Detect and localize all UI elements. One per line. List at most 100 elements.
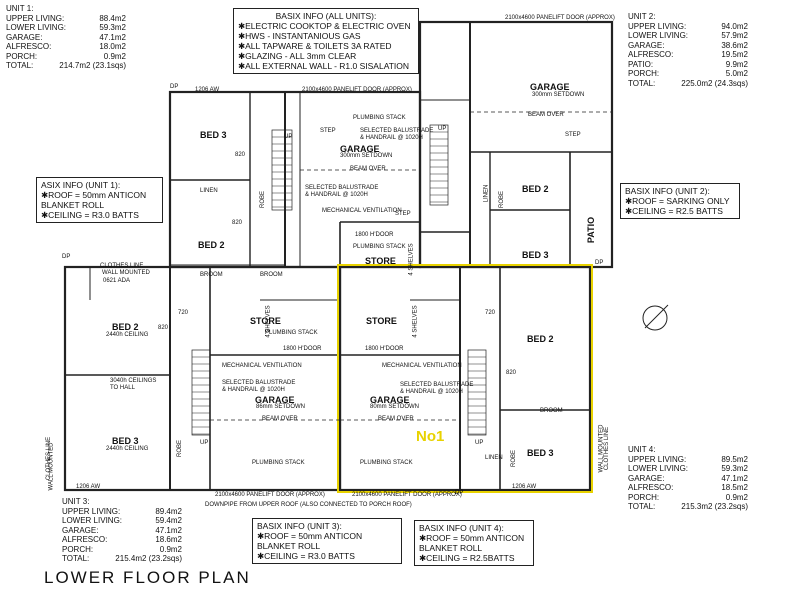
room-store-unit4: STORE [366,316,397,326]
area-label: UPPER LIVING: [62,506,121,516]
room-bed2-unit1: BED 2 [198,240,225,250]
area-label: LOWER LIVING: [6,23,67,32]
area-label: GARAGE: [6,32,43,42]
area-label: PORCH: [628,492,660,502]
basix-all-units-box: BASIX INFO (ALL UNITS): ✱ELECTRIC COOKTO… [233,8,419,74]
handrail-note: & HANDRAIL @ 1020H [222,387,285,393]
stair-up-note: UP [200,440,209,446]
area-value: 47.1m2 [721,473,748,483]
unit-label: UNIT 4: [628,445,656,454]
basix-unit3-box: BASIX INFO (UNIT 3): ✱ROOF = 50mm ANTICO… [252,518,402,564]
room-patio-unit2: PATIO [586,216,597,244]
area-row: LOWER LIVING: 57.9m2 [628,31,748,41]
downpipe-tag: DP [170,84,179,90]
step-note: STEP [320,128,336,134]
door-size-note: 820 [235,152,246,158]
area-value: 214.7m2 (23.1sqs) [59,61,126,70]
area-row: PORCH: 0.9m2 [62,545,182,555]
room-bed3-unit4: BED 3 [527,448,554,458]
unit-label: UNIT 2: [628,12,656,21]
unit-label: UNIT 3: [62,497,90,506]
area-value: 38.6m2 [721,40,748,50]
plumbing-stack-note: PLUMBING STACK [265,330,318,336]
setdown-note: 300mm SETDOWN [340,153,393,159]
area-value: 89.5m2 [721,454,748,464]
area-row: UPPER LIVING:94.0m2 [628,22,748,32]
area-value: 225.0m2 (24.3sqs) [681,78,748,88]
panelift-door-note: 2100x4600 PANELIFT DOOR (APPROX) [302,87,412,93]
shelves-note: 4 SHELVES [412,305,419,338]
area-row: GARAGE:47.1m2 [62,526,182,536]
north-point-symbol [642,305,668,331]
area-row: TOTAL:225.0m2 (24.3sqs) [628,79,748,89]
unit4-highlight [337,264,593,493]
stair-unit2 [429,124,449,206]
area-value: 94.0m2 [721,21,748,31]
area-value: 59.3m2 [99,23,126,32]
robe-note: ROBE [499,190,506,209]
plumbing-stack-note: PLUMBING STACK [353,115,406,121]
ceiling-note: 3040h CEILINGS [110,378,157,384]
basix-line: ✱HWS - INSTANTANIOUS GAS [238,31,361,41]
robe-note: ROBE [511,449,518,468]
area-row: UPPER LIVING:88.4m2 [6,14,126,24]
area-label: PATIO: [628,59,654,69]
area-value: 19.5m2 [721,50,748,59]
area-row: LOWER LIVING:59.4m2 [62,516,182,526]
step-note: STEP [565,132,581,138]
door-size-note: 720 [485,310,496,316]
basix-line: ✱GLAZING - ALL 3mm CLEAR [238,51,357,61]
balustrade-note: SELECTED BALUSTRADE [360,128,434,134]
area-label: ALFRESCO: [6,42,52,51]
mech-vent-note: MECHANICAL VENTILATION [222,363,302,369]
area-value: 47.1m2 [155,525,182,535]
robe-note: ROBE [260,190,267,209]
basix-line: ✱ROOF = 50mm ANTICON [419,533,525,543]
room-bed2-unit4: BED 2 [527,334,554,344]
basix-line: BLANKET ROLL [257,541,321,551]
robe-note: ROBE [177,439,184,458]
door-size-note: 820 [506,370,517,376]
basix-title: BASIX INFO (UNIT 2): [625,186,710,196]
drawing-title: LOWER FLOOR PLAN [44,568,251,587]
area-value: 0.9m2 [159,544,182,554]
downpipe-tag: DP [62,254,71,260]
area-value: 59.4m2 [155,516,182,525]
area-value: 57.9m2 [721,31,748,40]
area-value: 18.5m2 [721,483,748,492]
handrail-note: & HANDRAIL @ 1020H [305,192,368,198]
area-label: ALFRESCO: [62,535,108,544]
basix-title: BASIX INFO (ALL UNITS): [275,11,377,21]
wall-mounted-note: WALL MOUNTED [598,424,605,473]
downpipe-tag: DP [595,260,604,266]
area-label: GARAGE: [628,40,665,50]
plumbing-stack-note: PLUMBING STACK [252,460,305,466]
beam-over-note: BEAM OVER [378,416,414,422]
area-label: LOWER LIVING: [628,31,689,40]
area-label: PORCH: [62,544,94,554]
stair-up-note: UP [284,134,293,140]
area-value: 59.3m2 [721,464,748,473]
shelves-note: 4 SHELVES [408,243,415,276]
area-value: 18.6m2 [155,535,182,544]
plumbing-stack-note: PLUMBING STACK [360,460,413,466]
area-row: PORCH:5.0m2 [628,69,748,79]
panelift-door-note: 2100x4600 PANELIFT DOOR (APPROX) [215,492,325,498]
linen-note: LINEN [485,455,503,461]
area-label: TOTAL: [62,554,90,563]
room-bed3-unit3: BED 3 [112,436,139,446]
area-label: TOTAL: [628,502,656,511]
stair-up-note: UP [475,440,484,446]
area-row: TOTAL:214.7m2 (23.1sqs) [6,61,126,71]
area-row: ALFRESCO: 18.6m2 [62,535,182,545]
area-label: UPPER LIVING: [628,454,687,464]
stair-unit1 [271,129,293,211]
clothes-line-note: CLOTHES LINE [100,263,144,269]
basix-line: ✱CEILING = R2.5 BATTS [625,206,723,216]
basix-line: ✱CEILING = R2.5BATTS [419,553,515,563]
area-label: PORCH: [628,69,660,78]
setdown-note: 86mm SETDOWN [256,404,306,410]
area-value: 89.4m2 [155,506,182,516]
